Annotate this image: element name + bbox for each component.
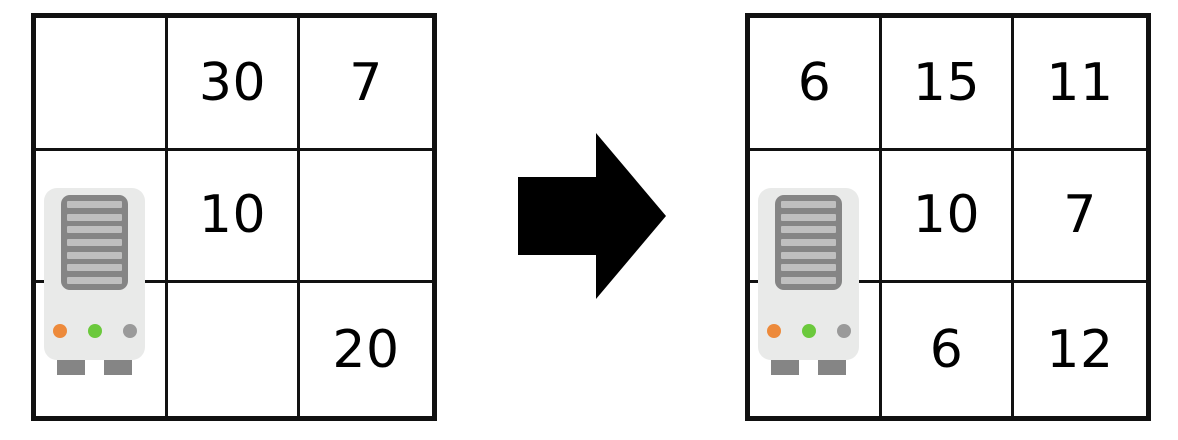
led-green-icon — [801, 324, 816, 338]
led-green-icon — [87, 324, 102, 338]
cell-value: 6 — [797, 52, 832, 113]
machine-slat — [781, 264, 836, 272]
machine-grille-panel — [61, 195, 128, 290]
cell-value: 30 — [198, 52, 267, 113]
cell-value: 10 — [198, 185, 267, 246]
cell-value: 7 — [349, 52, 383, 113]
grid-before-cell-r1c1[interactable] — [36, 18, 168, 151]
grid-before-cell-r3c2[interactable] — [168, 283, 300, 416]
machine-slat — [67, 276, 122, 284]
grid-after-cell-r1c3[interactable]: 11 — [1014, 18, 1146, 151]
grid-after-cell-r3c3[interactable]: 12 — [1014, 283, 1146, 416]
grid-before-cell-r2c2[interactable]: 10 — [168, 150, 300, 284]
machine-slat — [781, 213, 836, 221]
machine-legs — [758, 360, 859, 375]
machine-led-row — [758, 324, 859, 338]
cell-value: 11 — [1046, 52, 1114, 113]
machine-led-row — [44, 324, 145, 338]
machine-slat — [781, 201, 836, 208]
machine-leg-left — [771, 360, 799, 375]
cell-value: 7 — [1063, 185, 1097, 246]
machine-slat — [67, 226, 122, 234]
right-arrow-icon — [518, 133, 666, 299]
grid-before-cell-r1c3[interactable]: 7 — [300, 18, 432, 151]
cell-value: 6 — [929, 319, 964, 380]
cell-value: 12 — [1046, 319, 1114, 380]
machine-leg-right — [104, 360, 132, 375]
machine-slat — [67, 251, 122, 259]
grid-before-cell-r1c2[interactable]: 30 — [168, 18, 300, 151]
machine-grille-panel — [775, 195, 842, 290]
machine-slat — [67, 201, 122, 208]
grid-after-cell-r2c2[interactable]: 10 — [882, 150, 1014, 284]
grid-before-cell-r2c3[interactable] — [300, 151, 432, 284]
machine-slat — [781, 276, 836, 284]
led-orange-icon — [52, 324, 67, 338]
machine-slat — [67, 213, 122, 221]
cell-value: 10 — [912, 185, 981, 246]
grid-after-cell-r1c2[interactable]: 15 — [882, 18, 1014, 151]
machine-slat — [781, 226, 836, 234]
led-orange-icon — [766, 324, 781, 338]
machine-leg-right — [818, 360, 846, 375]
led-gray-icon — [122, 324, 137, 338]
machine-leg-left — [57, 360, 85, 375]
grid-after-cell-r3c2[interactable]: 6 — [882, 283, 1014, 416]
grid-before-cell-r3c1[interactable] — [36, 283, 168, 416]
machine-slat — [67, 238, 122, 246]
machine-slat — [781, 238, 836, 246]
cell-value: 15 — [912, 52, 981, 113]
grid-after-cell-r1c1[interactable]: 6 — [750, 18, 882, 151]
grid-before-cell-r3c3[interactable]: 20 — [300, 283, 432, 416]
machine-slat — [781, 251, 836, 259]
machine-slat — [67, 264, 122, 272]
machine-robot-icon[interactable] — [758, 188, 859, 379]
grid-after-cell-r3c1[interactable] — [750, 283, 882, 416]
cell-value: 20 — [332, 319, 400, 380]
grid-after-cell-r2c3[interactable]: 7 — [1014, 151, 1146, 284]
machine-legs — [44, 360, 145, 375]
machine-robot-icon[interactable] — [44, 188, 145, 379]
led-gray-icon — [836, 324, 851, 338]
